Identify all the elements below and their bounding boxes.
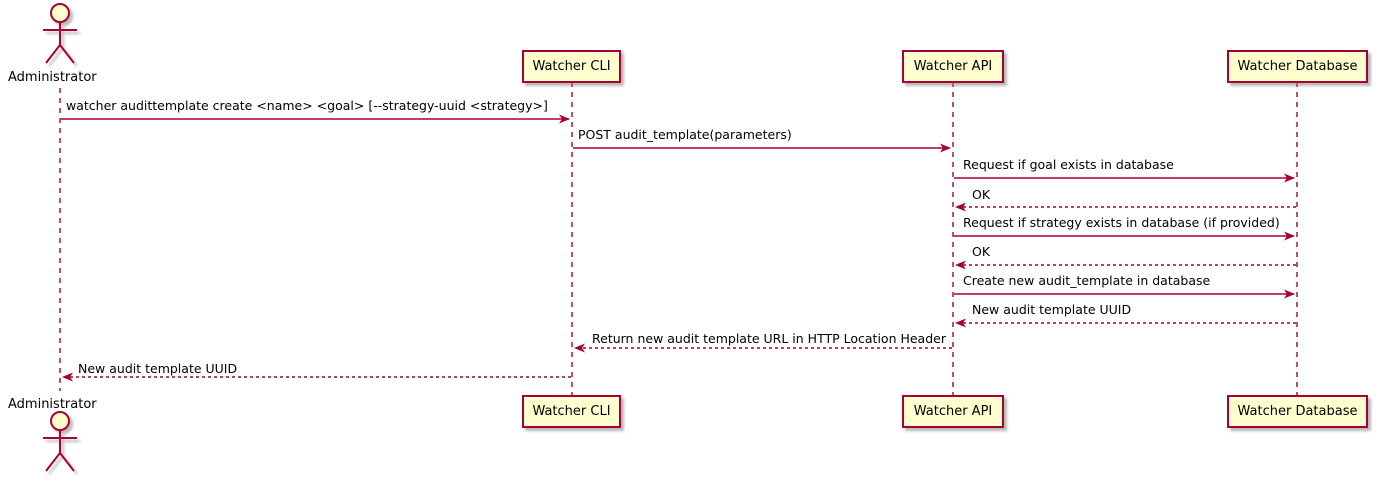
participant-boxes-bottom [522,395,1368,428]
actor-label-administrator-top: Administrator [8,70,97,85]
participant-box-watcher-cli-top[interactable] [522,50,621,83]
message-label-10: New audit template UUID [78,361,238,376]
message-label-1: watcher audittemplate create <name> <goa… [66,98,548,113]
message-label-9: Return new audit template URL in HTTP Lo… [592,331,946,346]
message-label-2: POST audit_template(parameters) [578,127,792,142]
participant-label-watcher-cli-top: Watcher CLI [532,59,611,74]
participant-label-watcher-api-bottom: Watcher API [913,404,993,419]
message-label-6: OK [972,244,991,259]
message-label-5: Request if strategy exists in database (… [963,215,1280,230]
actor-head-icon [50,411,70,431]
participant-box-watcher-api-top[interactable] [902,50,1004,83]
participant-label-watcher-database-bottom: Watcher Database [1237,404,1358,419]
actor-head-icon [50,3,70,23]
participant-label-watcher-database-top: Watcher Database [1237,59,1358,74]
participant-label-watcher-cli-bottom: Watcher CLI [532,404,611,419]
actor-leg-right-icon [59,44,75,64]
actor-leg-right-icon [59,452,75,472]
message-label-3: Request if goal exists in database [963,157,1174,172]
message-label-7: Create new audit_template in database [963,273,1211,288]
participant-box-watcher-database-top[interactable] [1227,50,1368,83]
lifelines [59,82,1298,396]
participant-box-watcher-api-bottom[interactable] [902,395,1004,428]
actor-leg-left-icon [45,44,61,64]
actor-administrator-bottom [43,411,77,472]
participant-box-watcher-database-bottom[interactable] [1227,395,1368,428]
participant-boxes-top [522,50,1368,83]
message-label-4: OK [972,187,991,202]
participant-box-watcher-cli-bottom[interactable] [522,395,621,428]
message-label-8: New audit template UUID [972,302,1132,317]
message-arrows [61,114,1296,382]
actor-label-administrator-bottom: Administrator [8,397,97,412]
participant-label-watcher-api-top: Watcher API [913,59,993,74]
actor-administrator-top [43,3,77,64]
actor-leg-left-icon [45,452,61,472]
